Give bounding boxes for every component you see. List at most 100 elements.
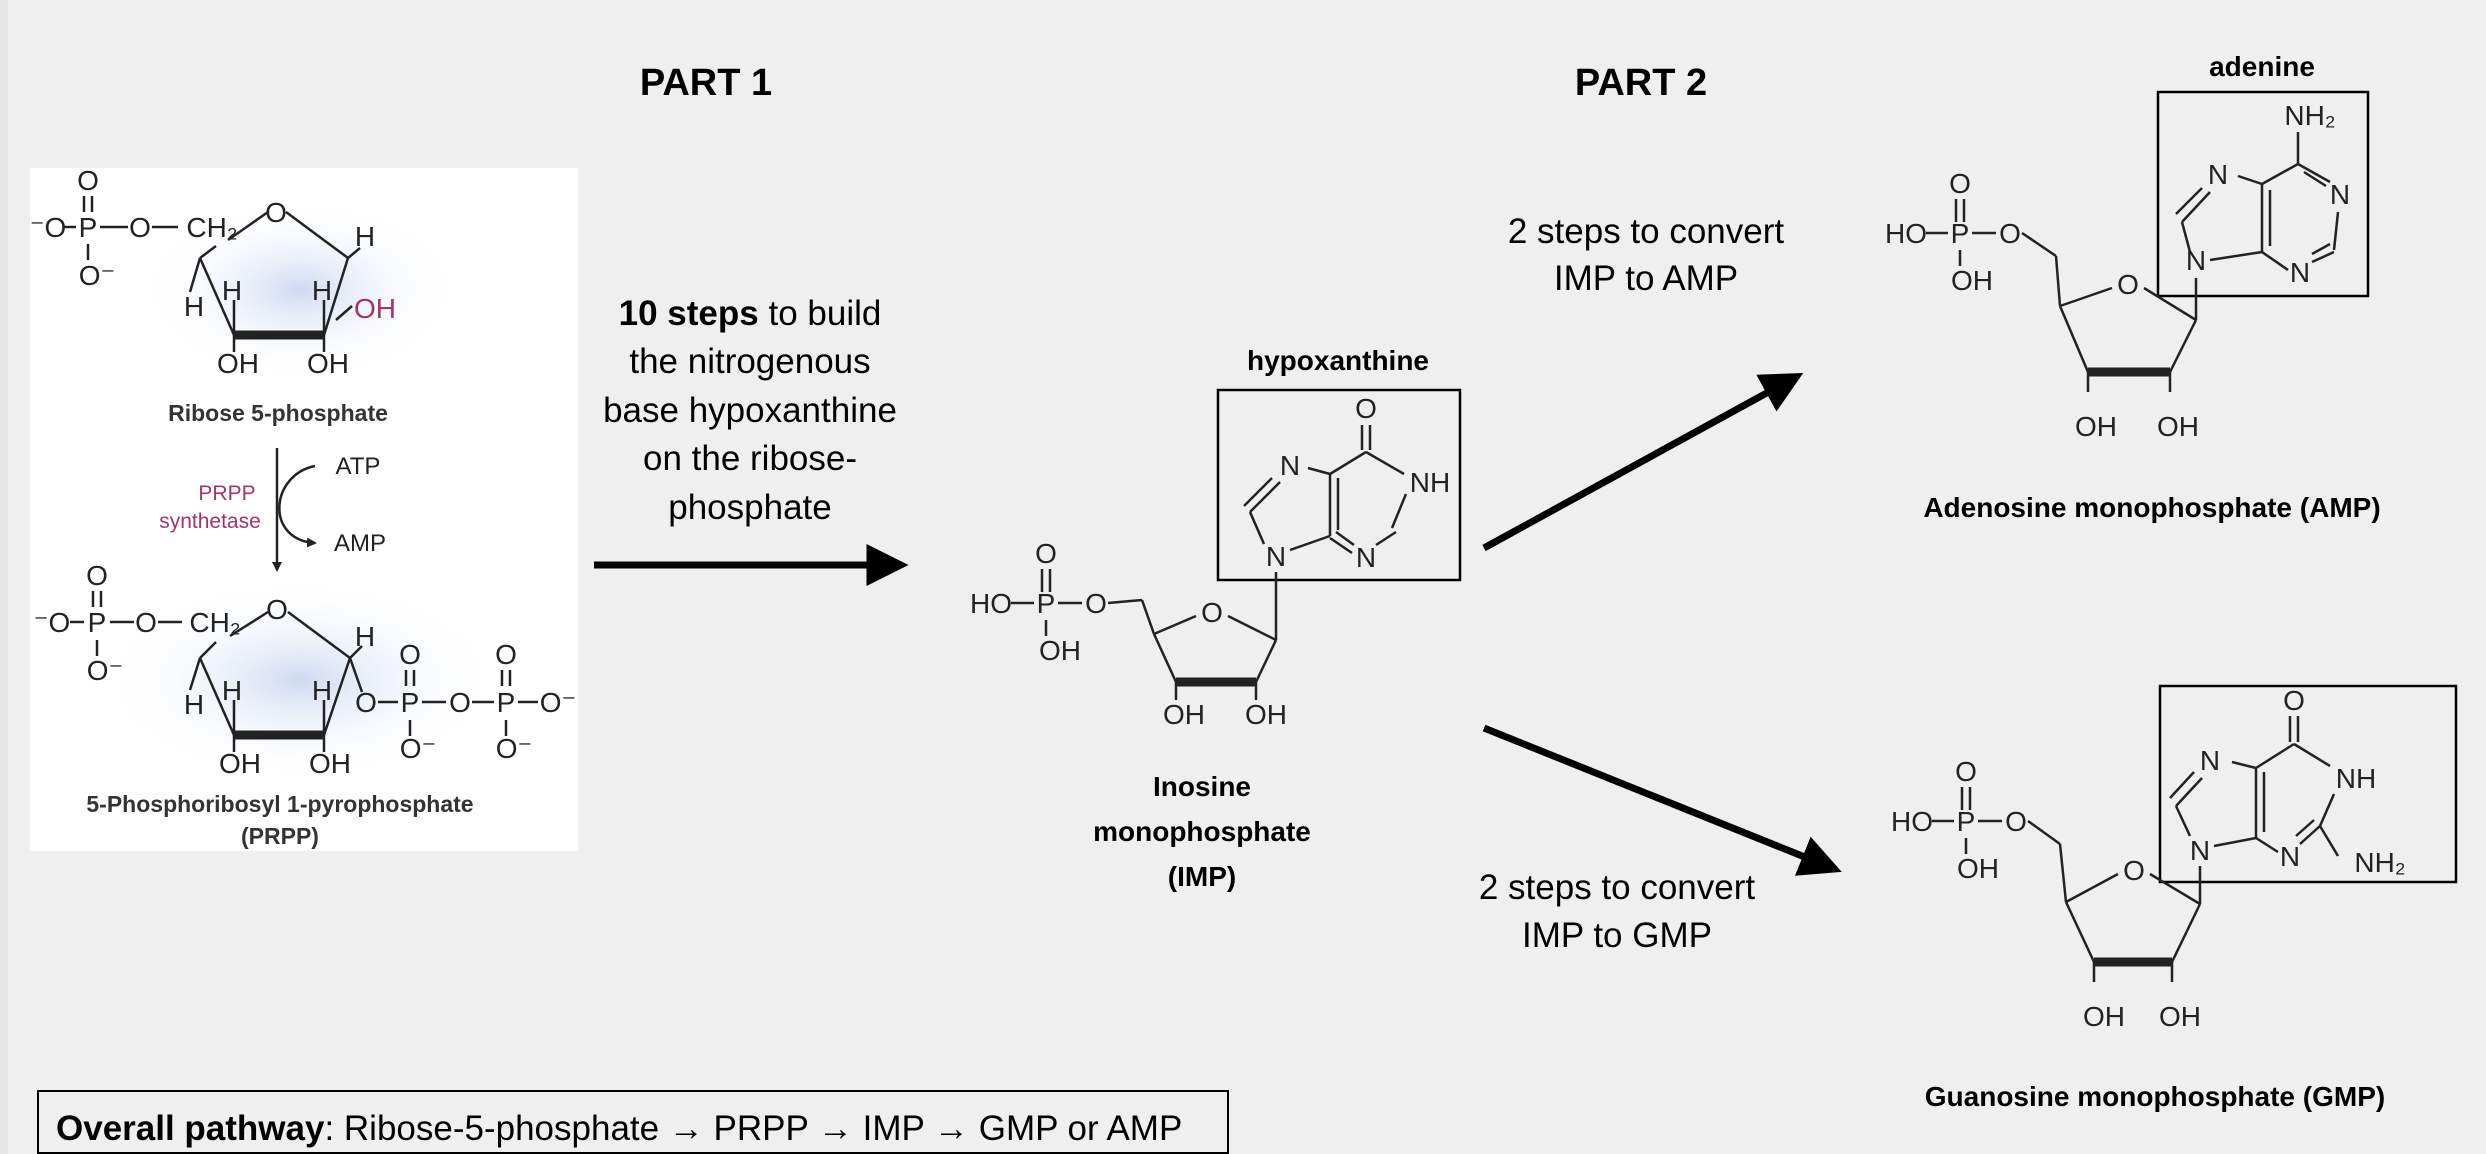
svg-text:N: N bbox=[2200, 745, 2220, 776]
svg-text:OH: OH bbox=[2157, 411, 2199, 442]
ribose-5-phosphate-structure: O ⁻O P O CH₂ O⁻ O H H H H bbox=[30, 165, 396, 379]
svg-text:NH₂: NH₂ bbox=[2284, 100, 2335, 131]
imp-name-line2: monophosphate bbox=[1093, 816, 1311, 847]
gmp-steps-line2: IMP to GMP bbox=[1522, 916, 1712, 955]
svg-text:H: H bbox=[312, 275, 332, 306]
svg-text:OH: OH bbox=[1163, 699, 1205, 730]
svg-text:O⁻: O⁻ bbox=[496, 733, 533, 764]
svg-text:O: O bbox=[399, 639, 421, 670]
svg-text:O: O bbox=[495, 639, 517, 670]
svg-text:O: O bbox=[86, 560, 108, 591]
svg-text:P: P bbox=[401, 687, 420, 718]
svg-text:NH: NH bbox=[2336, 763, 2376, 794]
svg-text:O: O bbox=[1955, 756, 1977, 787]
ten-steps-rest: to build bbox=[759, 294, 882, 333]
hypoxanthine-box bbox=[1216, 388, 1462, 582]
svg-text:OH: OH bbox=[217, 348, 259, 379]
gmp-structure: O NH NH₂ N N N O HO P O OH bbox=[1891, 684, 2458, 1032]
svg-text:N: N bbox=[1266, 541, 1286, 572]
svg-text:P: P bbox=[79, 212, 98, 243]
svg-text:Overall pathway: Ribose-5-phos: Overall pathway: Ribose-5-phosphate → PR… bbox=[56, 1109, 1182, 1148]
ten-steps-bold: 10 steps bbox=[619, 294, 759, 333]
svg-text:O: O bbox=[135, 607, 157, 638]
enzyme-label-line1: PRPP bbox=[198, 482, 255, 505]
svg-text:N: N bbox=[2190, 835, 2210, 866]
svg-text:N: N bbox=[2280, 841, 2300, 872]
svg-text:OH: OH bbox=[2075, 411, 2117, 442]
ten-steps-line4: on the ribose- bbox=[643, 439, 857, 478]
svg-text:H: H bbox=[184, 689, 204, 720]
svg-text:H: H bbox=[184, 291, 204, 322]
imp-name-line3: (IMP) bbox=[1168, 861, 1236, 892]
svg-text:OH: OH bbox=[1951, 265, 1993, 296]
overall-pathway-box: Overall pathway: Ribose-5-phosphate → PR… bbox=[37, 1090, 1229, 1154]
svg-text:⁻O: ⁻O bbox=[30, 212, 67, 243]
svg-text:N: N bbox=[1356, 542, 1376, 573]
prpp-label-line2: (PRPP) bbox=[241, 823, 319, 849]
overall-pathway-bold: Overall pathway bbox=[56, 1109, 325, 1148]
ten-steps-text: 10 steps to build the nitrogenous base h… bbox=[603, 294, 897, 527]
svg-text:H: H bbox=[355, 221, 375, 252]
amp-structure: adenine NH₂ N N N N O HO P O OH bbox=[1885, 51, 2370, 442]
prpp-structure: O ⁻O P O CH₂ O⁻ O H H H H bbox=[34, 560, 577, 779]
svg-text:O: O bbox=[266, 594, 288, 625]
amp-name: Adenosine monophosphate (AMP) bbox=[1923, 492, 2380, 523]
svg-text:O: O bbox=[1355, 393, 1377, 424]
svg-text:O⁻: O⁻ bbox=[79, 260, 116, 291]
svg-text:O: O bbox=[2283, 685, 2305, 716]
svg-text:HO: HO bbox=[1885, 218, 1927, 249]
svg-text:O: O bbox=[1201, 597, 1223, 628]
atp-label: ATP bbox=[336, 453, 381, 480]
svg-text:OH: OH bbox=[219, 748, 261, 779]
svg-text:P: P bbox=[1037, 588, 1056, 619]
svg-text:O: O bbox=[1949, 168, 1971, 199]
svg-text:O: O bbox=[77, 165, 99, 196]
imp-structure: hypoxanthine O NH N N N O bbox=[970, 345, 1462, 730]
svg-text:OH: OH bbox=[2083, 1001, 2125, 1032]
svg-text:P: P bbox=[1951, 218, 1970, 249]
svg-text:O: O bbox=[355, 687, 377, 718]
svg-text:H: H bbox=[312, 675, 332, 706]
svg-text:OH: OH bbox=[1245, 699, 1287, 730]
svg-text:O: O bbox=[2117, 269, 2139, 300]
svg-text:O: O bbox=[449, 687, 471, 718]
svg-text:O⁻: O⁻ bbox=[400, 733, 437, 764]
ten-steps-line3: base hypoxanthine bbox=[603, 391, 897, 430]
svg-text:P: P bbox=[88, 607, 107, 638]
svg-text:N: N bbox=[2330, 179, 2350, 210]
svg-text:⁻O: ⁻O bbox=[34, 607, 71, 638]
svg-text:O⁻: O⁻ bbox=[87, 655, 124, 686]
svg-text:OH: OH bbox=[1039, 635, 1081, 666]
svg-text:P: P bbox=[497, 687, 516, 718]
svg-text:O: O bbox=[2123, 855, 2145, 886]
adenine-box bbox=[2156, 90, 2370, 298]
ribose-5-phosphate-label: Ribose 5-phosphate bbox=[168, 400, 388, 426]
svg-text:N: N bbox=[2186, 245, 2206, 276]
svg-text:N: N bbox=[2290, 257, 2310, 288]
ten-steps-line2: the nitrogenous bbox=[629, 342, 870, 381]
svg-text:O: O bbox=[265, 197, 287, 228]
prpp-label-line1: 5-Phosphoribosyl 1-pyrophosphate bbox=[86, 791, 473, 817]
amp-byproduct-label: AMP bbox=[334, 530, 386, 557]
imp-name-line1: Inosine bbox=[1153, 771, 1251, 802]
part2-header: PART 2 bbox=[1575, 62, 1707, 104]
svg-text:N: N bbox=[2208, 159, 2228, 190]
svg-text:NH: NH bbox=[1410, 467, 1450, 498]
enzyme-label-line2: synthetase bbox=[159, 510, 261, 533]
arrow-to-gmp bbox=[1482, 724, 1842, 876]
svg-text:HO: HO bbox=[970, 588, 1012, 619]
svg-text:O: O bbox=[1999, 218, 2021, 249]
svg-text:H: H bbox=[222, 275, 242, 306]
guanine-box bbox=[2158, 684, 2458, 884]
svg-text:N: N bbox=[1280, 450, 1300, 481]
svg-text:CH₂: CH₂ bbox=[189, 607, 240, 638]
svg-text:OH: OH bbox=[309, 748, 351, 779]
svg-text:H: H bbox=[222, 675, 242, 706]
gmp-name: Guanosine monophosphate (GMP) bbox=[1925, 1081, 2385, 1112]
hypoxanthine-label: hypoxanthine bbox=[1247, 345, 1429, 376]
left-edge-strip bbox=[0, 0, 8, 1154]
svg-text:O⁻: O⁻ bbox=[540, 687, 577, 718]
svg-text:OH: OH bbox=[354, 293, 396, 324]
svg-text:O: O bbox=[1085, 588, 1107, 619]
